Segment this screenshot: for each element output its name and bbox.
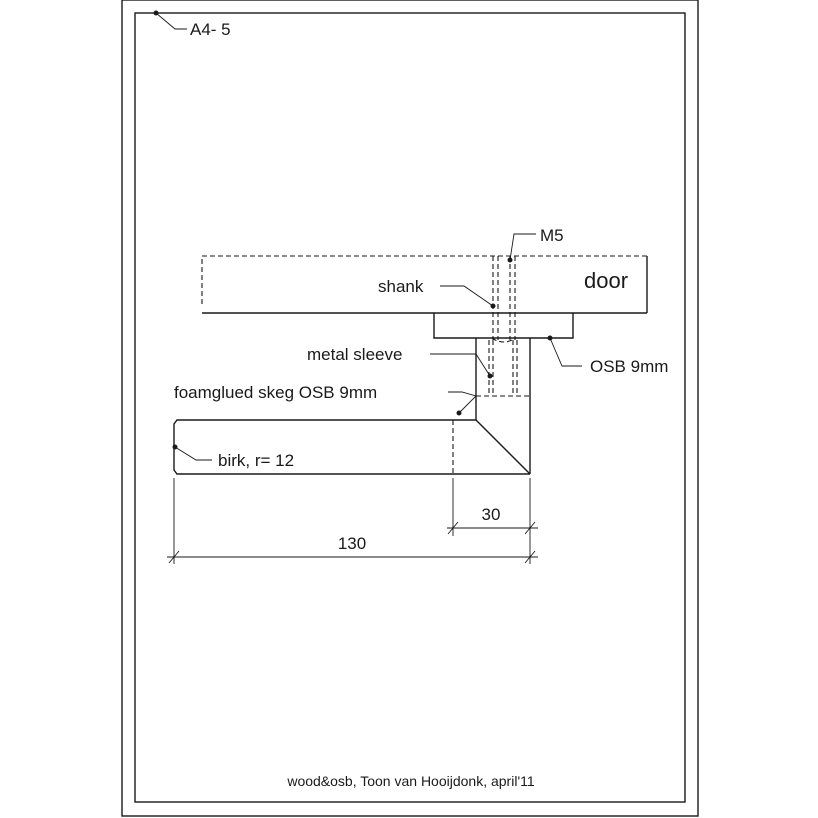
sheet-frame <box>121 0 699 817</box>
osb-label: OSB 9mm <box>590 357 668 376</box>
dimension-130 <box>167 478 538 564</box>
sleeve-label: metal sleeve <box>307 345 402 364</box>
skeg-post <box>475 338 531 474</box>
door-label: door <box>584 268 628 293</box>
dimension-130-value: 130 <box>338 534 366 553</box>
m5-leader <box>507 233 536 263</box>
skeg-label: foamglued skeg OSB 9mm <box>174 383 377 402</box>
shank-label: shank <box>378 277 424 296</box>
door-outline <box>201 255 648 314</box>
bolt-shank <box>491 256 517 343</box>
osb-leader <box>547 335 582 367</box>
sleeve-leader <box>430 353 493 379</box>
shank-leader <box>440 285 496 309</box>
osb-plate <box>433 313 574 339</box>
sheet-id: A4- 5 <box>190 20 231 39</box>
dimension-30 <box>447 478 538 564</box>
birk-leader <box>172 444 212 461</box>
sheet-id-leader <box>153 10 187 30</box>
m5-label: M5 <box>540 226 564 245</box>
footer-credit: wood&osb, Toon van Hooijdonk, april'11 <box>286 773 535 789</box>
metal-sleeve <box>488 340 518 396</box>
skeg-leader <box>448 391 477 416</box>
dimension-30-value: 30 <box>482 505 501 524</box>
birk-label: birk, r= 12 <box>218 451 294 470</box>
